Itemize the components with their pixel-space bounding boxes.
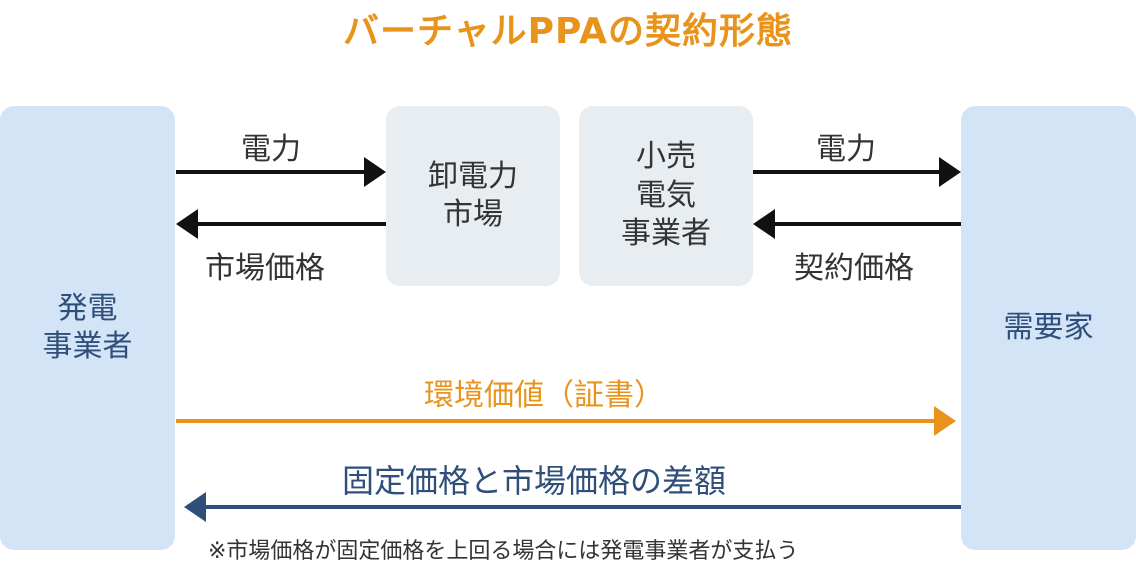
power-to-consumer-arrow [753, 157, 961, 187]
environmental-value-label: 環境価値（証書） [424, 378, 664, 413]
contract-price-arrow [753, 209, 961, 239]
diagram-title: バーチャルPPAの契約形態 [343, 11, 793, 52]
price-difference-label: 固定価格と市場価格の差額 [342, 462, 727, 500]
retailer-label-line1: 小売 [636, 139, 696, 175]
retailer-label-line3: 事業者 [621, 216, 711, 252]
power-to-market-arrow [176, 157, 386, 187]
contract-price-label: 契約価格 [794, 251, 914, 286]
consumer-label: 需要家 [1003, 309, 1094, 345]
payment-note: ※市場価格が固定価格を上回る場合には発電事業者が支払う [208, 539, 799, 564]
wholesale-market-box: 卸電力 市場 [386, 106, 560, 286]
market-price-arrow [176, 209, 386, 239]
wholesale-market-label-line1: 卸電力 [428, 158, 518, 194]
power-to-market-label: 電力 [241, 132, 301, 167]
retailer-box: 小売 電気 事業者 [579, 106, 753, 286]
wholesale-market-label-line2: 市場 [443, 197, 503, 232]
consumer-box: 需要家 [961, 106, 1136, 550]
environmental-value-arrow [176, 406, 956, 436]
generator-label-line2: 事業者 [42, 329, 133, 364]
generator-box: 発電 事業者 [0, 106, 175, 550]
retailer-label-line2: 電気 [636, 177, 696, 213]
generator-label-line1: 発電 [57, 290, 118, 326]
power-to-consumer-label: 電力 [816, 132, 876, 167]
price-difference-arrow [184, 492, 961, 522]
market-price-label: 市場価格 [205, 251, 325, 286]
